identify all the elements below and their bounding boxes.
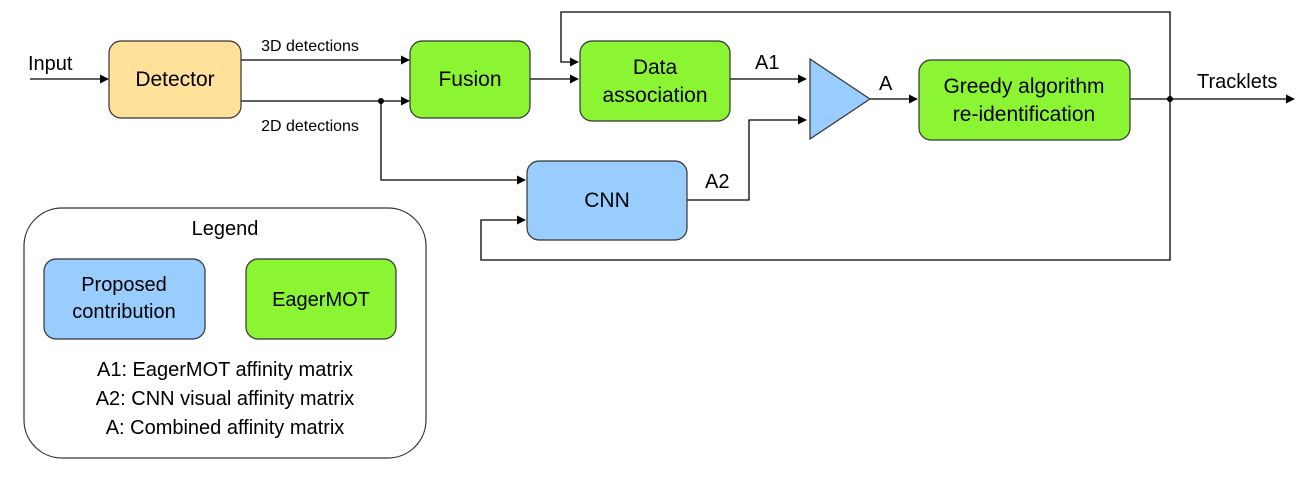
greedy-label-line1: Greedy algorithm (943, 75, 1104, 98)
fusion-label: Fusion (438, 68, 501, 91)
combiner-block (809, 57, 872, 141)
a1-label: A1 (755, 52, 779, 74)
legend-proposed-label-line2: contribution (72, 301, 175, 323)
detector-box (108, 40, 242, 119)
greedy-box (918, 59, 1131, 141)
connections (30, 11, 1295, 261)
detector-label: Detector (135, 68, 214, 91)
tracklets-label: Tracklets (1197, 71, 1277, 93)
a2-label: A2 (705, 171, 729, 193)
legend-note-a1: A1: EagerMOT affinity matrix (97, 359, 353, 381)
fusion-block: Fusion (409, 40, 531, 119)
data-association-block: Data association (579, 40, 731, 122)
cnn-label: CNN (584, 189, 630, 212)
legend-eagermot-swatch (245, 258, 397, 340)
legend-note-a2: A2: CNN visual affinity matrix (96, 388, 355, 410)
data-association-label-line1: Data (633, 56, 678, 79)
feedback-da-arrow (560, 11, 1171, 99)
feedback-cnn-arrow (480, 99, 1171, 261)
greedy-label-line2: re-identification (953, 103, 1095, 126)
legend: Legend Proposed contribution EagerMOT A1… (23, 207, 427, 459)
cnn-block: CNN (526, 160, 688, 241)
greedy-block: Greedy algorithm re-identification (918, 59, 1131, 141)
a2-arrow (687, 115, 807, 201)
det2d-to-cnn-arrow (380, 101, 526, 185)
data-association-box (579, 40, 731, 122)
legend-note-a: A: Combined affinity matrix (106, 417, 345, 439)
combiner-triangle (809, 57, 872, 141)
input-label: Input (28, 53, 73, 75)
legend-proposed-swatch (43, 258, 206, 340)
det2d-label: 2D detections (261, 118, 359, 135)
cnn-box (526, 160, 688, 241)
legend-proposed-label-line1: Proposed (81, 274, 167, 296)
data-association-label-line2: association (602, 84, 707, 107)
det3d-label: 3D detections (261, 38, 359, 55)
detector-block: Detector (108, 40, 242, 119)
a-label: A (879, 73, 893, 95)
legend-eagermot-label: EagerMOT (272, 289, 370, 311)
legend-title: Legend (192, 218, 259, 240)
fusion-box (409, 40, 531, 119)
junction-dot-2d (378, 98, 384, 104)
